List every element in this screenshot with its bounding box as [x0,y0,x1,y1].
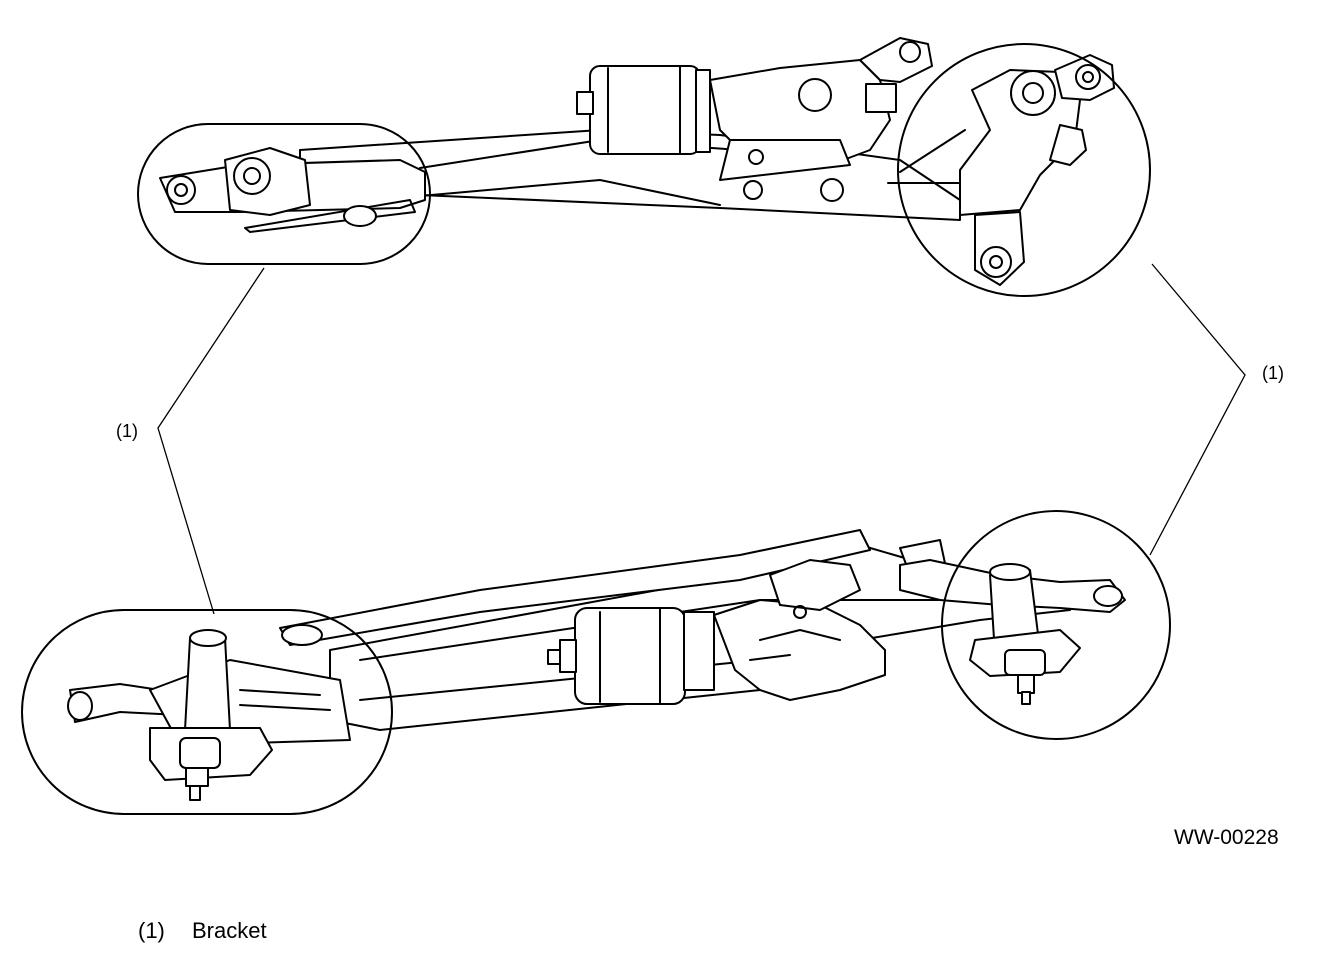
lower-wiper-linkage [21,510,1171,815]
callout-leaders [157,263,1246,615]
upper-left-pivot [166,175,196,205]
figure-id: WW-00228 [1174,826,1279,849]
lower-left-bracket-highlight [21,609,393,815]
upper-right-bracket-highlight [897,43,1151,297]
upper-wiper-linkage [137,37,1151,297]
right-callout-label: (1) [1262,363,1284,383]
left-callout-leader [157,267,265,615]
legend-text: Bracket [192,918,267,943]
upper-wiper-motor [576,65,711,155]
lower-upper-link [279,529,871,646]
lower-left-pivot-tower [184,637,231,731]
lower-wiper-motor [547,607,715,705]
upper-gearbox [709,37,933,202]
right-callout-leader [1149,263,1246,556]
left-callout-label: (1) [116,421,138,441]
upper-left-bracket-highlight [137,123,431,265]
lower-right-bracket-highlight [941,510,1171,740]
legend-number: (1) [138,918,165,943]
legend: (1) Bracket [138,918,267,944]
lower-gearbox [713,559,886,701]
